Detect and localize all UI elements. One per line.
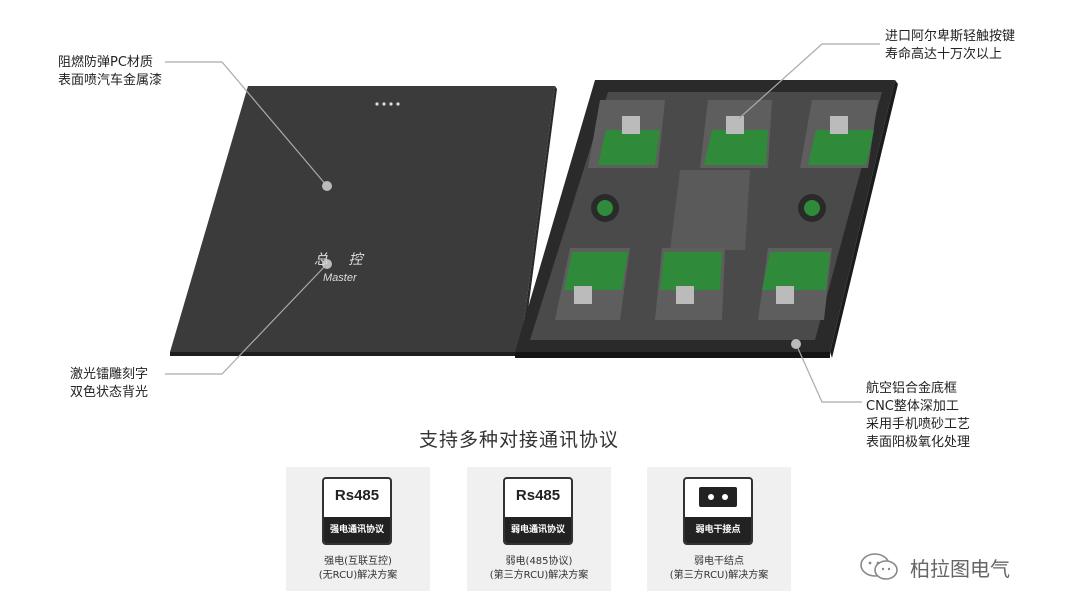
panel-label-en: Master xyxy=(323,272,357,284)
button-module xyxy=(800,100,878,168)
leader-lines xyxy=(165,43,880,403)
rs485-icon: Rs485 强电通讯协议 xyxy=(322,477,392,545)
protocol-card: 弱电干接点 弱电干结点 (第三方RCU)解决方案 xyxy=(647,467,791,591)
protocol-card: Rs485 强电通讯协议 强电(互联互控) (无RCU)解决方案 xyxy=(286,467,430,591)
leader-dot xyxy=(791,339,801,349)
card-code: Rs485 xyxy=(515,487,561,504)
callout-line: 表面喷汽车金属漆 xyxy=(58,73,163,88)
dry-contact-icon: 弱电干接点 xyxy=(683,477,753,545)
card-desc-line: 强电(互联互控) xyxy=(324,556,392,567)
card-band: 弱电干接点 xyxy=(685,517,751,543)
protocol-title: 支持多种对接通讯协议 xyxy=(419,429,620,451)
callout-line: 激光镭雕刻字 xyxy=(70,367,149,382)
card-description: 弱电(485协议) (第三方RCU)解决方案 xyxy=(467,555,611,583)
button-module xyxy=(758,248,832,320)
callout-line: 双色状态背光 xyxy=(70,385,149,400)
callout-bottom-left: 激光镭雕刻字 双色状态背光 xyxy=(70,366,148,402)
switch-front-panel xyxy=(170,86,557,356)
card-desc-line: (无RCU)解决方案 xyxy=(318,570,398,581)
leader-dot xyxy=(730,117,740,127)
card-band: 弱电通讯协议 xyxy=(505,517,571,543)
panel-label-cn: 总 控 xyxy=(314,252,371,268)
leader-dot xyxy=(322,181,332,191)
callout-top-right: 进口阿尔卑斯轻触按键 寿命高达十万次以上 xyxy=(885,28,1015,64)
callout-bottom-right: 航空铝合金底框 CNC整体深加工 采用手机喷砂工艺 表面阳极氧化处理 xyxy=(866,380,970,452)
protocol-card: Rs485 弱电通讯协议 弱电(485协议) (第三方RCU)解决方案 xyxy=(467,467,611,591)
callout-line: 进口阿尔卑斯轻触按键 xyxy=(885,29,1016,44)
callout-line: 阻燃防弹PC材质 xyxy=(58,55,153,70)
button-module xyxy=(700,100,772,168)
callout-line: 表面阳极氧化处理 xyxy=(866,435,971,450)
card-description: 强电(互联互控) (无RCU)解决方案 xyxy=(286,555,430,583)
button-module xyxy=(655,248,725,320)
card-desc-line: (第三方RCU)解决方案 xyxy=(669,570,769,581)
rs485-icon: Rs485 弱电通讯协议 xyxy=(503,477,573,545)
dry-contact-symbol xyxy=(699,487,737,507)
callout-line: 航空铝合金底框 xyxy=(866,381,958,396)
card-desc-line: 弱电(485协议) xyxy=(505,556,573,567)
card-description: 弱电干结点 (第三方RCU)解决方案 xyxy=(647,555,791,583)
card-code: Rs485 xyxy=(334,487,380,504)
card-band: 强电通讯协议 xyxy=(324,517,390,543)
card-desc-line: (第三方RCU)解决方案 xyxy=(489,570,589,581)
brand-name: 柏拉图电气 xyxy=(910,556,1010,581)
callout-top-left: 阻燃防弹PC材质 表面喷汽车金属漆 xyxy=(58,54,162,90)
leader-dot xyxy=(322,259,332,269)
callout-line: CNC整体深加工 xyxy=(866,399,959,414)
button-module xyxy=(588,100,665,168)
callout-line: 寿命高达十万次以上 xyxy=(885,47,1003,62)
card-desc-line: 弱电干结点 xyxy=(694,556,744,567)
brand-watermark: 柏拉图电气 xyxy=(858,552,1010,582)
callout-line: 采用手机喷砂工艺 xyxy=(866,417,971,432)
wechat-icon xyxy=(860,553,898,580)
button-module xyxy=(555,248,630,320)
